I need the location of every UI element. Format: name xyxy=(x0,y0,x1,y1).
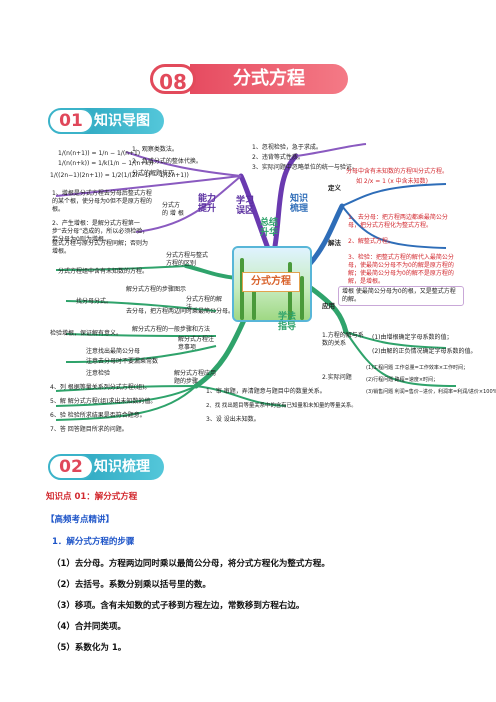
mid-left-5: 去分母，把方程两边同时乘最简公分母。 xyxy=(126,308,235,315)
real-item-3: (3)销售问题 利润=售价−进价，利润率=利润/进价×100% xyxy=(366,389,496,395)
mid-left-7: 检验增根，保证解有意义。 xyxy=(50,330,123,337)
formula-3: 1/((2n−1)(2n+1)) = 1/2(1/(2n−1) − 1/(2n+… xyxy=(50,172,189,179)
label-apply: 应用 xyxy=(322,302,335,310)
bottom-left-1: 4、列 根据等量关系列分式方程(组)。 xyxy=(50,384,151,391)
steps-heading: 1．解分式方程的步骤 xyxy=(52,537,135,547)
chapter-number: 08 xyxy=(150,64,196,94)
bamboo-stalk xyxy=(300,276,304,320)
branch-summary: 总结升华 xyxy=(260,218,279,238)
branch-ability: 能力提升 xyxy=(198,194,217,214)
ability-sub: 分式方的 增 根 xyxy=(162,202,184,217)
mind-map: 分式方程 能力提升 学习误区 总结升华 知识梳理 学法指导 1、观察类数法。 2… xyxy=(46,136,496,436)
label-definition: 定义 xyxy=(328,184,341,192)
bottom-right-3: 3、设 设出未知数。 xyxy=(206,416,260,423)
bottom-right-1: 1、审 审题，弄清题意与题目中的数量关系。 xyxy=(206,388,326,395)
study-item-1: 1、忽视检验，急于求成。 xyxy=(252,144,322,151)
zenggen-note-2: 2、产生增根：是解分式方程第一步“去分母”造成的，所以必须检验，若分母为0则为增… xyxy=(52,220,149,243)
section-number-01: 01 xyxy=(48,108,94,134)
bamboo-stalk xyxy=(252,272,256,320)
mid-left-9: 注意找出最简公分母 xyxy=(86,348,141,355)
bottom-left-2: 5、解 解分式方程(组)求出未知数的值。 xyxy=(50,398,157,405)
mid-left-4: 找分母分式。 xyxy=(76,298,113,305)
mid-left-1: 分式方程组中含有未知数的方程。 xyxy=(58,268,149,275)
section-title-outline: 知识梳理 xyxy=(78,454,164,480)
tip-2: 2、负或分式的整体代换。 xyxy=(132,158,202,165)
app-title: 1.方程的解与系数的关系 xyxy=(322,332,364,347)
solve-step-1: 1、去分母：把方程两边都乘最简公分母，把分式方程化为整式方程。 xyxy=(348,214,448,229)
mind-map-branches xyxy=(55,143,457,421)
mid-left-3: 解分式方程的步骤图示 xyxy=(126,286,187,293)
step-5: （5）系数化为 1。 xyxy=(52,643,127,653)
step-4: （4）合并同类项。 xyxy=(52,622,126,632)
label-solve: 解法 xyxy=(328,239,341,247)
bottom-right-2: 2、找 找出题目等量关系中的含有已知量和未知量的等量关系。 xyxy=(206,403,357,409)
branch-knowledge: 知识梳理 xyxy=(290,194,309,214)
knowledge-point-subtitle: 【高频考点精讲】 xyxy=(46,515,115,525)
tip-1: 1、观察类数法。 xyxy=(132,146,178,153)
solve-step-3: 3、检验：把整式方程的解代入最简公分母，使最简公分母不为0的解是原方程的解；使最… xyxy=(348,254,454,285)
section-number-02: 02 xyxy=(48,454,94,480)
mid-left-12: 解分式方程应用题的步骤 xyxy=(174,370,217,385)
study-item-2: 2、违背等式性质。 xyxy=(252,154,304,161)
mid-left-8: 解分式方程注意事项 xyxy=(178,336,215,351)
knowledge-point-title: 知识点 01：解分式方程 xyxy=(46,492,138,502)
branch-study: 学习误区 xyxy=(236,196,255,216)
step-2: （2）去括号。系数分别乘以括号里的数。 xyxy=(52,580,211,590)
mid-left-2: 分式方程的解法 xyxy=(186,296,223,311)
formula-1: 1/(n(n+1)) = 1/n − 1/(n+1) xyxy=(58,150,141,157)
study-item-3: 3、实际问题中忽略单位的统一与验证。 xyxy=(252,164,358,171)
tip-title: 分式的解题技巧 xyxy=(132,170,175,177)
real-item-2: (2)行程问题 路程=速度×时间； xyxy=(366,377,439,383)
mind-map-center-title: 分式方程 xyxy=(242,272,300,292)
formula-2: 1/(n(n+k)) = 1/k(1/n − 1/(n+k)) xyxy=(58,160,154,167)
definition-text: 分母中含有未知数的方程叫分式方程。 xyxy=(346,168,449,175)
definition-formula: 如 2/x = 1 (x 中含未知数) xyxy=(356,178,429,185)
mind-map-center-image: 分式方程 xyxy=(232,246,312,322)
mid-left-0: 分式方程与整式方程的区别 xyxy=(166,252,209,267)
bottom-left-3: 6、验 检验所求结果是否符合题意。 xyxy=(50,412,146,419)
app-item-1: (1)由增根确定字母系数的值； xyxy=(372,334,453,341)
bottom-left-4: 7、答 回答题目所求的问题。 xyxy=(50,426,128,433)
app-item-2: (2)由解的正负情况确定字母系数的值。 xyxy=(372,348,477,355)
mid-left-6: 解分式方程的一般步骤和方法 xyxy=(132,326,211,333)
solve-step-2: 2、解整式方程。 xyxy=(348,238,394,245)
branch-method: 学法指导 xyxy=(278,312,297,332)
real-title: 2.实际问题 xyxy=(322,374,352,381)
zenggen-note-1: 1、增根是分式方程去分母后整式方程的某个根，使分母为0但不是原方程的根。 xyxy=(52,190,152,213)
calendar-rings xyxy=(248,248,296,254)
real-item-1: (1)工程问题 工作总量=工作效率×工作时间； xyxy=(366,365,469,371)
chapter-title: 分式方程 xyxy=(190,64,348,94)
zenggen-note-3: 整式方程与原分式方程同解；否则为增根。 xyxy=(52,240,149,255)
step-1: （1）去分母。方程两边同时乘以最简公分母，将分式方程化为整式方程。 xyxy=(52,559,330,569)
mid-left-11: 注意检验 xyxy=(86,370,111,377)
step-3: （3）移项。含有未知数的式子移到方程左边，常数移到方程右边。 xyxy=(52,601,305,611)
zenggen-box: 增根 使最简公分母为0的根，又是整式方程的解。 xyxy=(338,286,464,306)
mid-left-10: 注意去分母时不要漏乘常数 xyxy=(86,358,159,365)
